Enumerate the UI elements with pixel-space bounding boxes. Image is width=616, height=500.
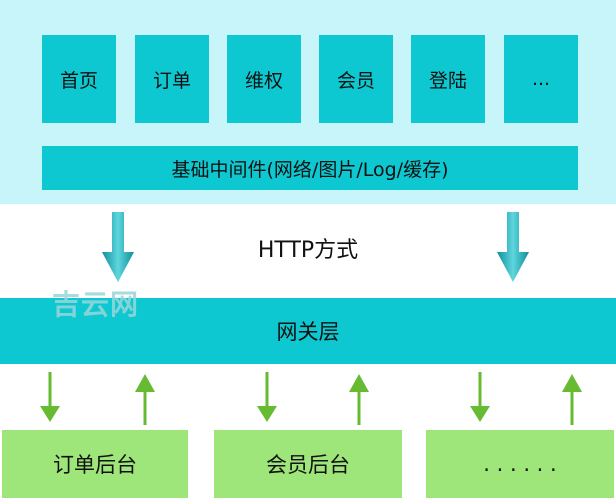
module-more: ...	[504, 35, 578, 123]
http-arrow-down-left	[102, 212, 134, 282]
backend-members: 会员后台	[214, 430, 402, 498]
module-orders: 订单	[135, 35, 209, 123]
backend-orders: 订单后台	[2, 430, 188, 498]
module-login: 登陆	[411, 35, 485, 123]
http-arrow-down-right	[497, 212, 529, 282]
module-home: 首页	[42, 35, 116, 123]
protocol-label: HTTP方式	[257, 238, 359, 263]
watermark-text: 吉云网	[52, 288, 140, 321]
module-rights: 维权	[227, 35, 301, 123]
backend-more: . . . . . .	[426, 430, 614, 498]
module-members: 会员	[319, 35, 393, 123]
gateway-layer: 网关层	[0, 298, 616, 364]
middleware-bar: 基础中间件(网络/图片/Log/缓存)	[42, 146, 578, 190]
